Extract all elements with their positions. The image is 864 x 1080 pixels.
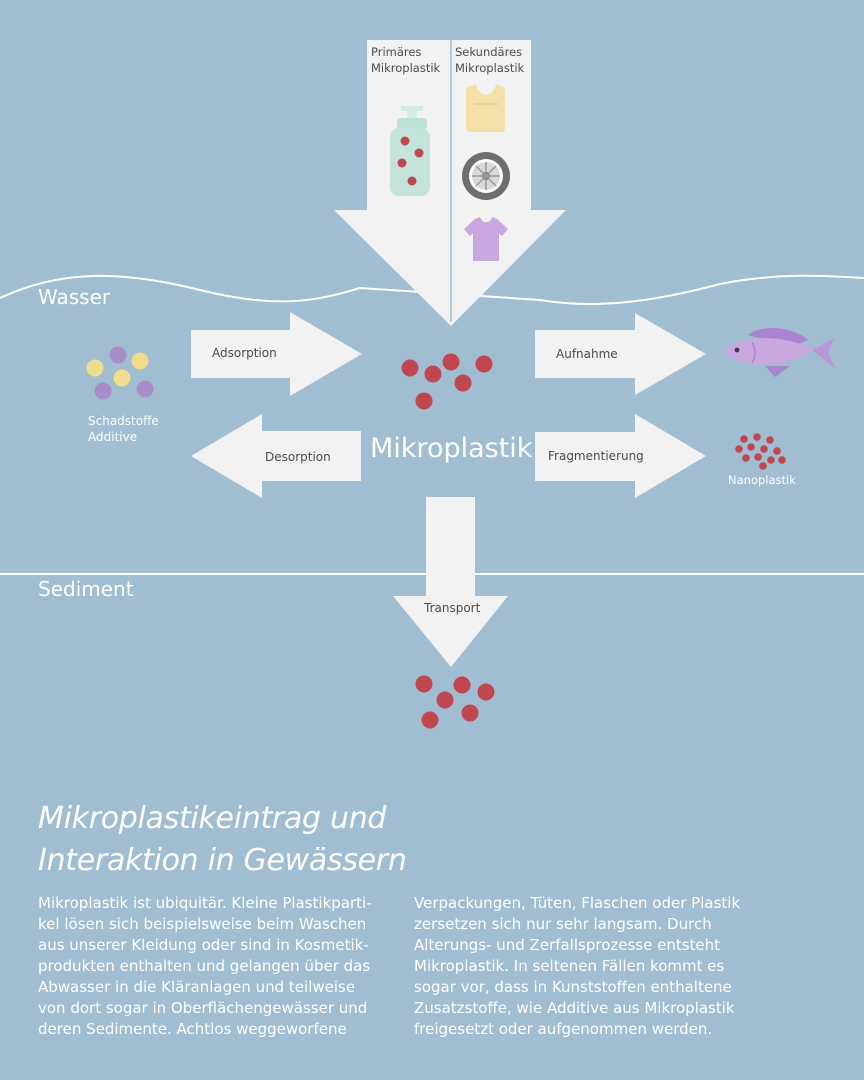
uptake-arrow [535,313,706,395]
process-label-desorption: Desorption [265,450,331,464]
process-label-adsorption: Adsorption [212,346,277,360]
microplastic-particles [401,353,493,410]
zone-label-water: Wasser [38,285,111,309]
body-right-line: Zusatzstoffe, wie Additive aus Mikroplas… [414,999,735,1017]
plastic-bag-icon [466,84,505,132]
body-left-line: Mikroplastik ist ubiquitär. Kleine Plast… [38,894,372,912]
title-line-1: Mikroplastikeintrag und [38,801,387,836]
adsorption-arrow [191,312,362,396]
body-left-line: deren Sedimente. Achtlos weggeworfene [38,1020,347,1038]
nanoplastic-label: Nanoplastik [728,473,796,487]
body-right-line: Verpackungen, Tüten, Flaschen oder Plast… [414,894,741,912]
pollutant-cluster [86,346,154,400]
fragmentation-arrow [535,414,706,498]
body-left-line: von dort sogar in Oberflächengewässer un… [38,999,368,1017]
source-label-primary: Primäres Mikroplastik [371,45,441,75]
pollutants-label: Schadstoffe Additive [88,414,159,444]
process-label-fragmentation: Fragmentierung [548,449,644,463]
body-text-right: Verpackungen, Tüten, Flaschen oder Plast… [414,893,774,1040]
water-surface-line [0,274,864,305]
body-right-line: sogar vor, dass in Kunststoffen enthalte… [414,978,732,996]
sediment-particles [415,675,495,729]
process-label-transport: Transport [424,601,481,615]
center-label-microplastic: Mikroplastik [370,433,533,464]
zone-label-sediment: Sediment [38,577,134,601]
body-right-line: Mikroplastik. In seltenen Fällen kommt e… [414,957,725,975]
source-label-secondary: Sekundäres Mikroplastik [455,45,525,75]
tshirt-icon [464,217,508,261]
tire-icon [462,152,510,200]
transport-arrow [393,497,508,667]
body-right-line: freigesetzt oder aufgenommen werden. [414,1020,713,1038]
body-text-left: Mikroplastik ist ubiquitär. Kleine Plast… [38,893,388,1040]
body-right-line: Alterungs- und Zerfallsprozesse entsteht [414,936,721,954]
input-arrow [334,40,566,326]
nanoplastic-cluster [735,433,786,470]
body-left-line: kel lösen sich beispielsweise beim Wasch… [38,915,367,933]
desorption-arrow [191,414,361,498]
process-label-uptake: Aufnahme [556,347,618,361]
soap-bottle-icon [390,106,430,196]
body-left-line: produkten enthalten und gelangen über da… [38,957,371,975]
page-title: Mikroplastikeintrag und Interaktion in G… [38,798,407,882]
body-right-line: zersetzen sich nur sehr langsam. Durch [414,915,712,933]
fish-icon [725,328,835,377]
body-left-line: Abwasser in die Kläranlagen und teilweis… [38,978,356,996]
title-line-2: Interaktion in Gewässern [38,843,407,878]
body-left-line: aus unserer Kleidung oder sind in Kosmet… [38,936,369,954]
